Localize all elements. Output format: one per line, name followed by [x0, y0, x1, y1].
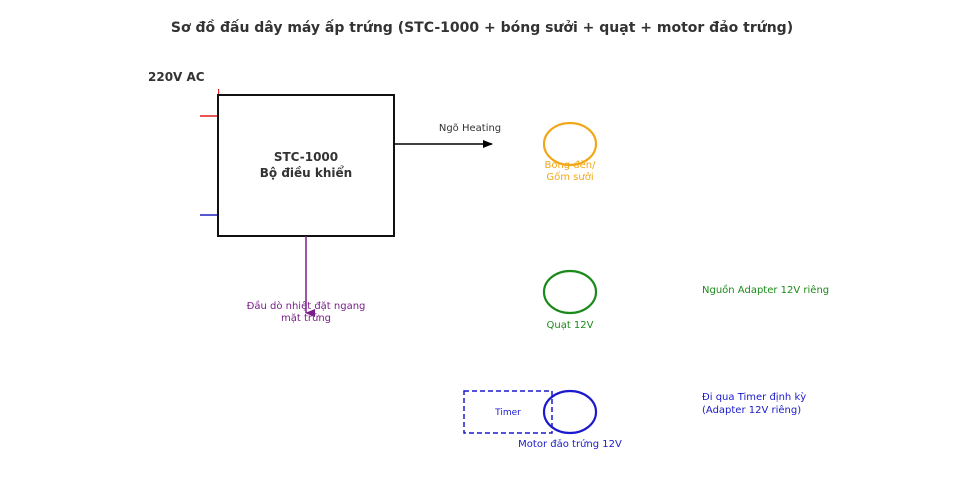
heater-label-line1: Bóng đèn/ — [544, 159, 596, 171]
controller-description: Bộ điều khiển — [260, 165, 352, 180]
timer-box — [463, 390, 553, 434]
fan-circle — [542, 269, 598, 315]
heater-label-line2: Gốm sưởi — [546, 171, 593, 183]
heater-circle — [542, 121, 598, 167]
motor-circle — [542, 389, 598, 435]
fan-power-note: Nguồn Adapter 12V riêng — [702, 284, 829, 296]
fan-label: Quạt 12V — [546, 320, 593, 331]
motor-note-line2: (Adapter 12V riêng) — [702, 404, 801, 416]
motor-label: Motor đảo trứng 12V — [518, 438, 622, 450]
power-source-label: 220V AC — [148, 70, 205, 84]
heating-output-label: Ngõ Heating — [439, 123, 501, 134]
diagram-title: Sơ đồ đấu dây máy ấp trứng (STC-1000 + b… — [171, 19, 793, 36]
line-terminal-label: L — [217, 87, 224, 100]
probe-label-line2: mặt trứng — [281, 312, 331, 324]
controller-box — [217, 94, 395, 237]
probe-label-line1: Đầu dò nhiệt đặt ngang — [247, 300, 366, 312]
motor-note-line1: Đi qua Timer định kỳ — [702, 391, 806, 403]
timer-label: Timer — [494, 408, 521, 418]
controller-name: STC-1000 — [274, 150, 338, 164]
